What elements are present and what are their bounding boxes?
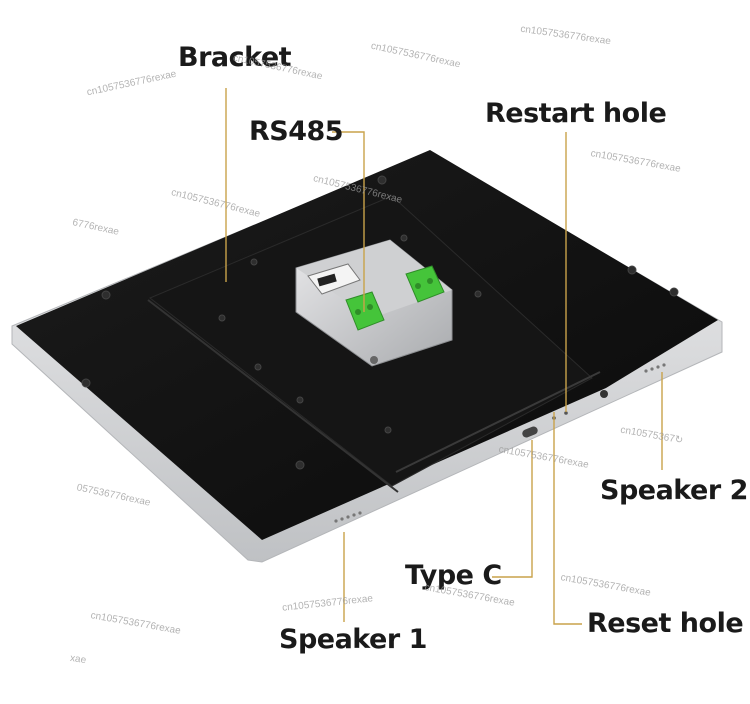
callout-restart-hole: Restart hole — [485, 98, 667, 129]
callout-bracket: Bracket — [178, 42, 292, 73]
callout-type-c: Type C — [405, 560, 502, 591]
callout-rs485: RS485 — [249, 116, 344, 147]
frame-ports — [334, 363, 666, 523]
leader-lines — [225, 88, 663, 625]
rs485-module — [295, 239, 453, 367]
callout-speaker-2: Speaker 2 — [600, 475, 748, 506]
screw-holes — [81, 175, 679, 470]
watermark-partial: xae — [69, 652, 87, 667]
callout-speaker-1: Speaker 1 — [279, 624, 427, 655]
callout-reset-hole: Reset hole — [587, 608, 744, 639]
